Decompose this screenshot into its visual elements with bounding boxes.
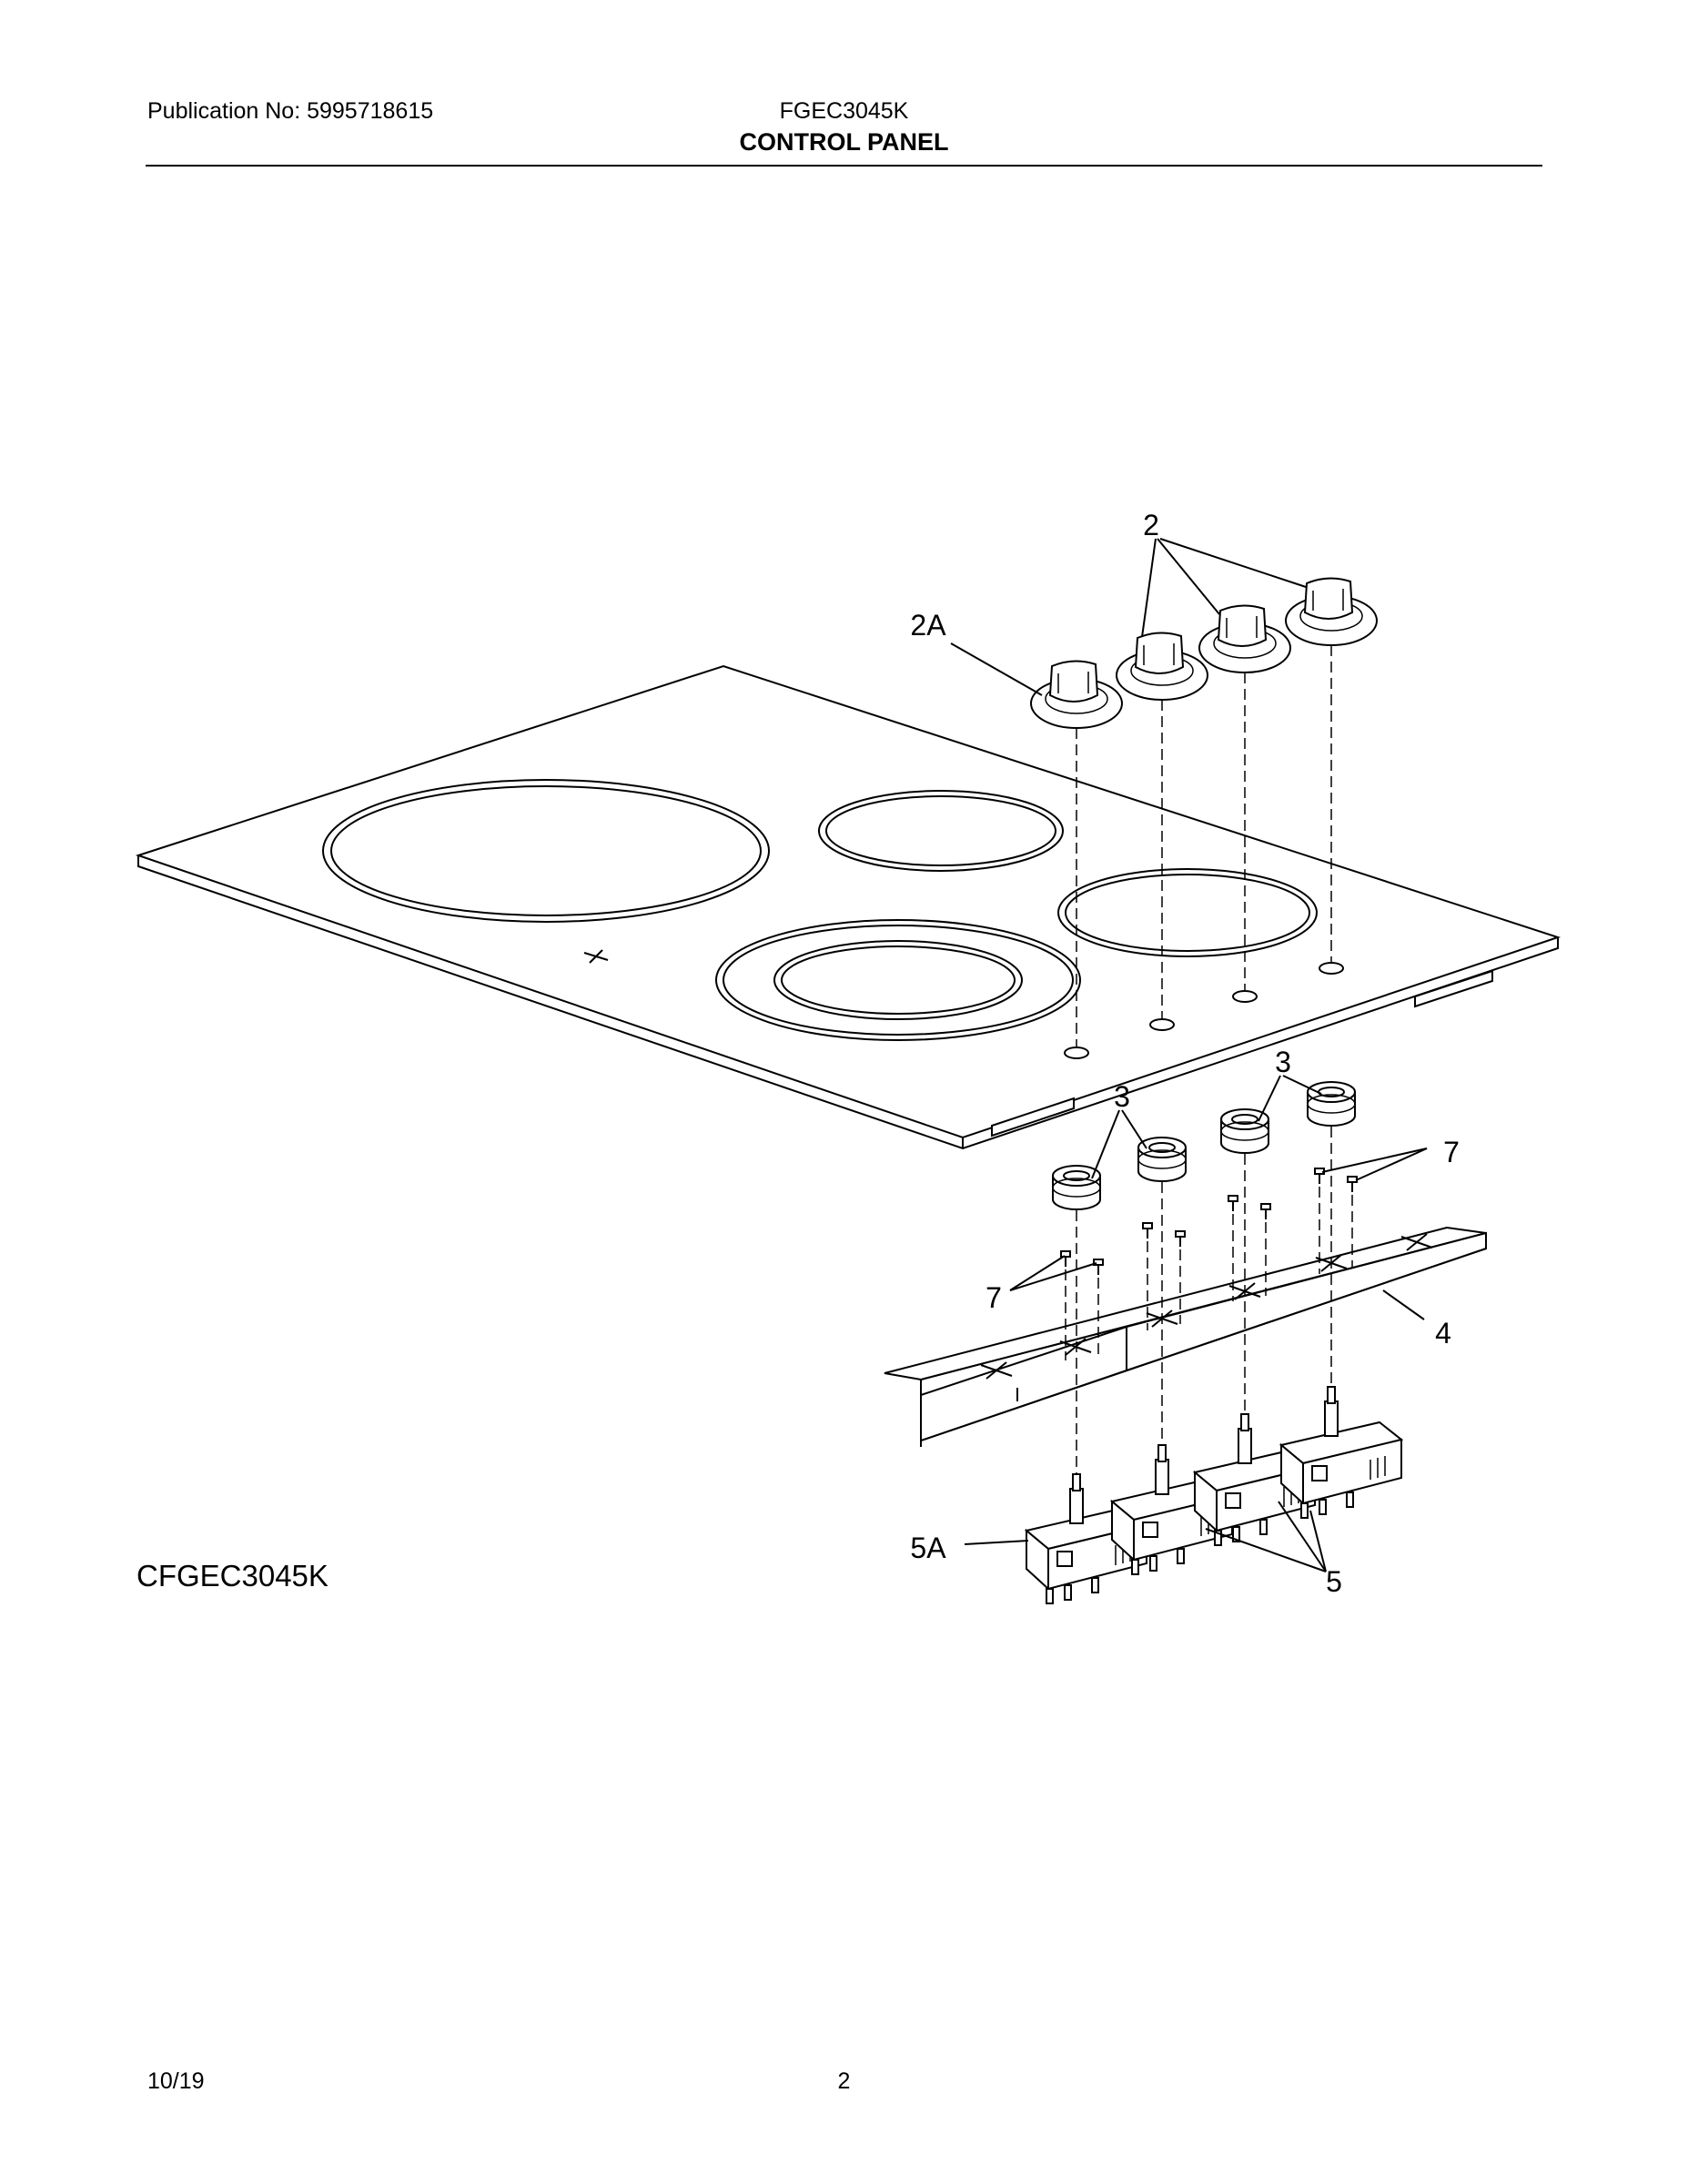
screws — [1060, 1168, 1358, 1275]
cooktop-glass — [135, 664, 1562, 1150]
switch-5-3 — [1279, 1386, 1404, 1519]
callout-2: 2 — [1143, 509, 1159, 541]
grommet-4 — [1307, 1081, 1356, 1127]
grommet-1 — [1052, 1165, 1101, 1210]
callout-5: 5 — [1326, 1565, 1342, 1598]
diagram-model-code: CFGEC3045K — [136, 1559, 329, 1592]
callout-4: 4 — [1435, 1317, 1451, 1350]
burner-right — [1057, 868, 1318, 957]
burner-dual-front — [715, 919, 1081, 1041]
footer-date: 10/19 — [147, 2068, 205, 2094]
knob-2-1 — [1116, 632, 1208, 701]
shaft-hole-4 — [1319, 962, 1344, 975]
grommet-3 — [1220, 1108, 1269, 1154]
callout-7-right: 7 — [1443, 1136, 1460, 1168]
callout-5a: 5A — [910, 1532, 946, 1564]
page-number: 2 — [837, 2068, 851, 2094]
publication-number: Publication No: 5995718615 — [147, 98, 434, 124]
grommet-2 — [1137, 1137, 1187, 1182]
knob-2-3 — [1285, 577, 1378, 646]
burner-small-rear — [818, 790, 1064, 872]
callout-7-left: 7 — [986, 1281, 1002, 1314]
shaft-hole-3 — [1232, 990, 1258, 1003]
knob-2a — [1030, 660, 1123, 729]
knob-2-2 — [1198, 604, 1291, 673]
mounting-bracket — [884, 1226, 1487, 1447]
callout-2a: 2A — [910, 609, 946, 642]
shaft-hole-2 — [1149, 1018, 1175, 1031]
leader-lines — [950, 538, 1428, 1572]
callout-3-left: 3 — [1114, 1080, 1130, 1113]
hot-surface-mark — [583, 949, 609, 964]
callout-3-right: 3 — [1275, 1046, 1291, 1078]
header-divider — [146, 165, 1542, 167]
model-number: FGEC3045K — [779, 98, 909, 124]
burner-large-rear — [322, 779, 770, 923]
shaft-hole-1 — [1064, 1046, 1089, 1059]
page-title: CONTROL PANEL — [739, 128, 949, 156]
